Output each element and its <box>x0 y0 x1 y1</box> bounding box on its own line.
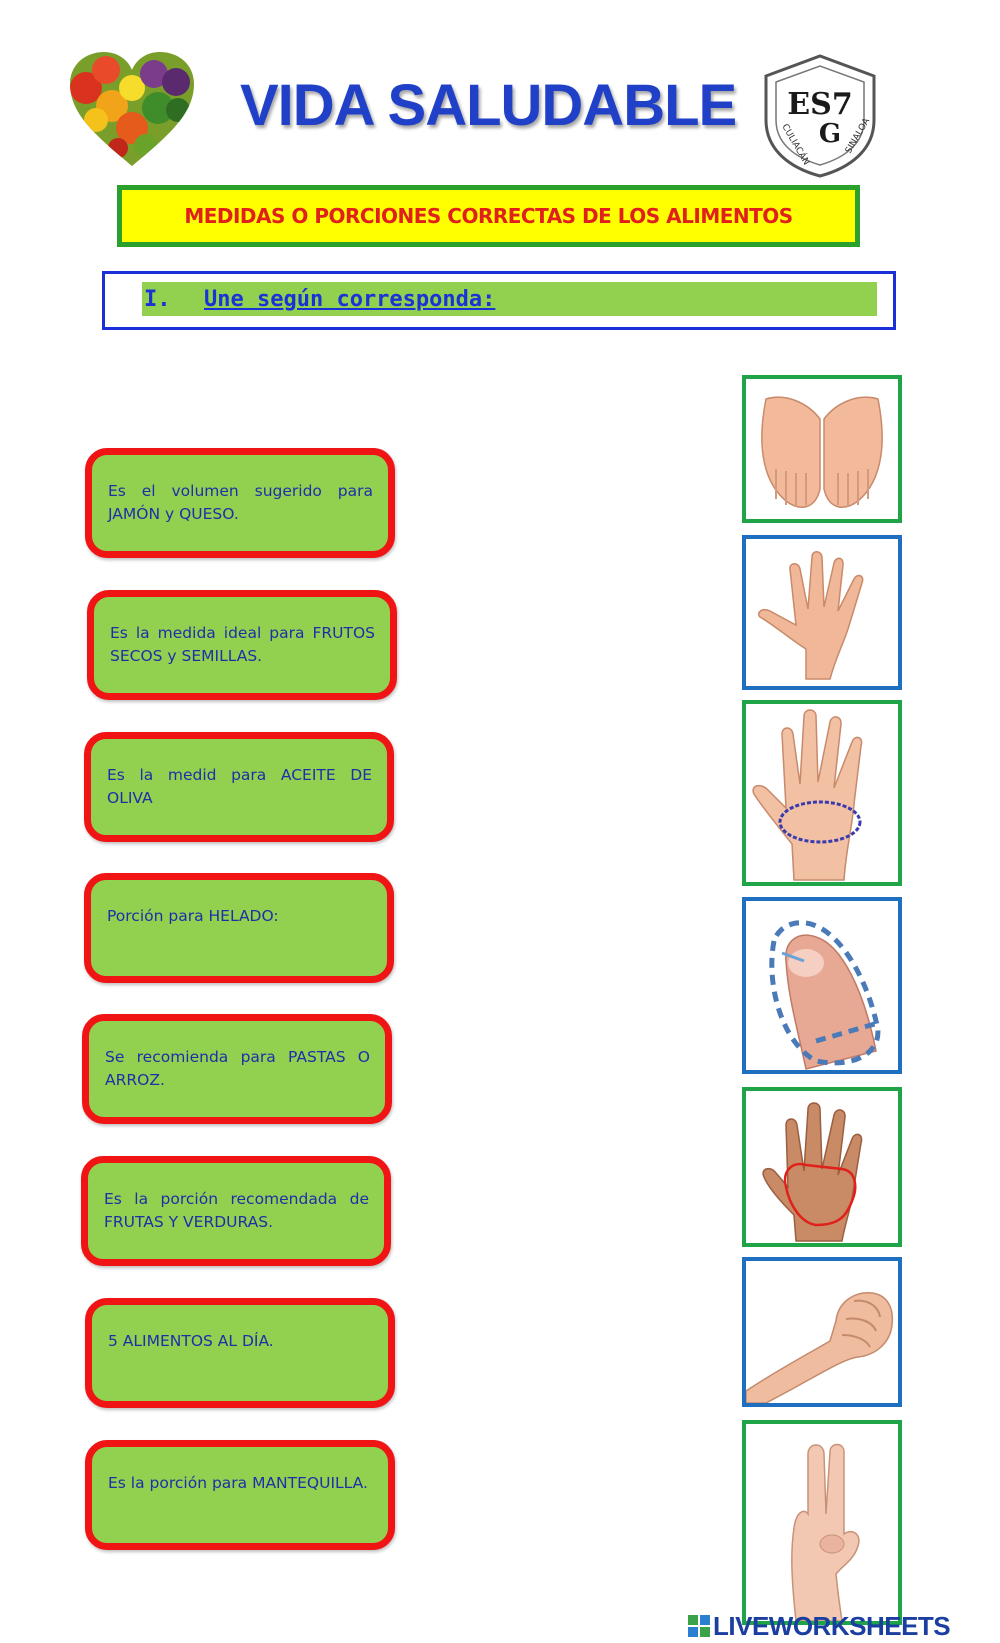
instruction-bar: I. Une según corresponda: <box>142 282 877 316</box>
image-box-open-hand[interactable] <box>742 535 902 690</box>
palm-outlined-icon <box>752 709 863 881</box>
heart-vegetables-logo <box>66 48 198 168</box>
subtitle-text: MEDIDAS O PORCIONES CORRECTAS DE LOS ALI… <box>184 204 793 228</box>
two-fingers-up-icon <box>791 1443 860 1621</box>
open-hand-fingers-spread-icon <box>758 551 864 680</box>
palm-traced-red-icon <box>762 1102 863 1242</box>
closed-fist-icon <box>746 1292 894 1403</box>
instruction-box: I. Une según corresponda: <box>102 271 896 330</box>
instruction-number: I. <box>144 286 171 312</box>
image-box-thumb[interactable] <box>742 897 902 1074</box>
image-box-fist[interactable] <box>742 1257 902 1407</box>
thumb-outlined-icon <box>769 920 881 1070</box>
statement-box-5[interactable]: Se recomienda para PASTAS O ARROZ. <box>82 1014 392 1124</box>
statement-box-1[interactable]: Es el volumen sugerido para JAMÓN y QUES… <box>85 448 395 558</box>
instruction-text: Une según corresponda: <box>204 286 496 312</box>
image-box-two-fingers[interactable] <box>742 1420 902 1625</box>
two-cupped-hands-icon <box>761 396 883 508</box>
footer-brand: LIVEWORKSHEETS <box>688 1610 951 1641</box>
image-box-palm-outlined[interactable] <box>742 700 902 886</box>
crest-text-es7: ES7 <box>787 87 852 122</box>
footer-brand-text: LIVEWORKSHEETS <box>713 1610 951 1641</box>
image-box-palm-traced[interactable] <box>742 1087 902 1247</box>
page-title: VIDA SALUDABLE <box>240 73 737 138</box>
statement-box-4[interactable]: Porción para HELADO: <box>84 873 394 983</box>
image-box-cupped-hands[interactable] <box>742 375 902 523</box>
statement-box-2[interactable]: Es la medida ideal para FRUTOS SECOS y S… <box>87 590 397 700</box>
statement-box-6[interactable]: Es la porción recomendada de FRUTAS Y VE… <box>81 1156 391 1266</box>
statement-box-3[interactable]: Es la medid para ACEITE DE OLIVA <box>84 732 394 842</box>
school-crest-logo: ES7 G CULIACÁN SINALOA <box>758 50 882 180</box>
liveworksheets-logo-icon <box>688 1615 710 1637</box>
crest-text-g: G <box>819 119 841 149</box>
statement-box-7[interactable]: 5 ALIMENTOS AL DÍA. <box>85 1298 395 1408</box>
statement-box-8[interactable]: Es la porción para MANTEQUILLA. <box>85 1440 395 1550</box>
subtitle-banner: MEDIDAS O PORCIONES CORRECTAS DE LOS ALI… <box>117 185 860 247</box>
